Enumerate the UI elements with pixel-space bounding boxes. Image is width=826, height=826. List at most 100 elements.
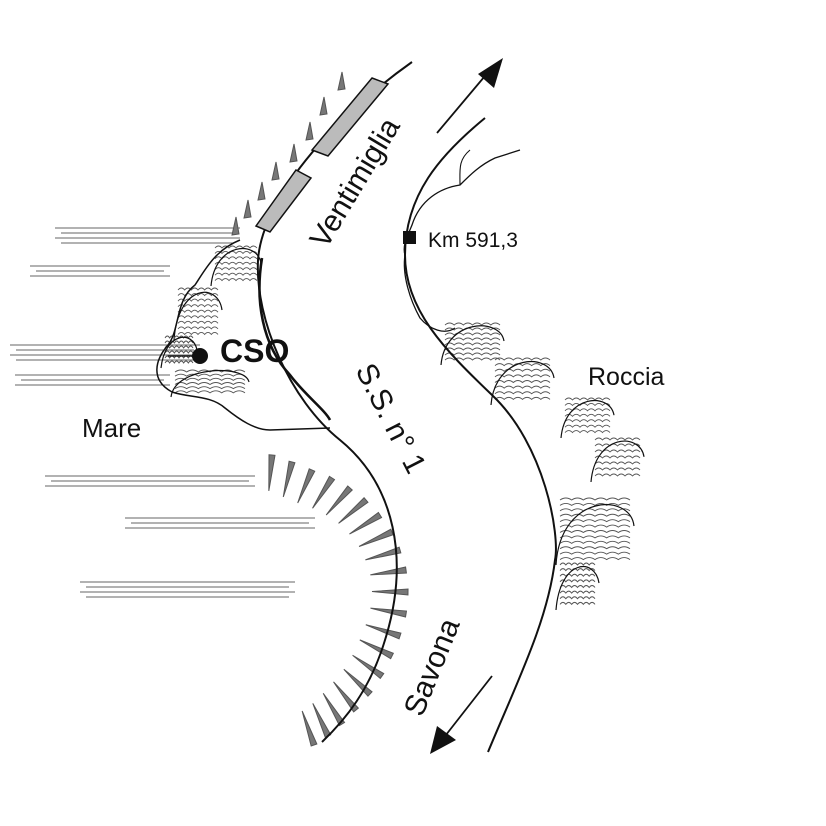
rock-hatch: [494, 385, 551, 389]
rock-outline: [490, 361, 555, 406]
rock-hatch: [444, 327, 501, 331]
rock-hatch: [494, 363, 551, 367]
rock-hatch: [559, 502, 631, 506]
embankment-slope-marks: [231, 71, 409, 747]
rock-hatch: [559, 585, 596, 589]
retaining-wall-lower: [254, 169, 313, 233]
rock-hatch: [559, 513, 631, 517]
rock-hatch: [444, 342, 501, 346]
slope-tick: [370, 566, 407, 576]
sea-hatching: [10, 227, 315, 598]
rock-hatch: [174, 390, 246, 394]
rock-hatch: [177, 304, 219, 308]
rock-hatch: [564, 430, 611, 434]
rock-hatch: [164, 360, 194, 364]
rock-hatch: [174, 386, 246, 390]
label-roccia: Roccia: [588, 363, 665, 391]
rock-hatch: [444, 322, 501, 326]
rock-hatch: [494, 380, 551, 384]
rock-hatch: [494, 357, 551, 361]
rock-hatch: [564, 424, 611, 428]
rock-hatch: [559, 508, 631, 512]
rock-hatch: [559, 546, 631, 550]
rock-hatch: [564, 419, 611, 423]
slope-tick: [352, 654, 385, 680]
rock-hatch: [494, 374, 551, 378]
rock-hatch: [559, 568, 596, 572]
label-cso: CSO: [220, 333, 289, 369]
rock-hatch: [214, 250, 258, 255]
rock-hatch: [494, 396, 551, 400]
label-savona: Savona: [398, 614, 467, 721]
inland-terrain-lower: [403, 254, 456, 332]
rock-hatch: [559, 551, 631, 555]
rock-outline: [560, 400, 615, 439]
rock-hatch: [444, 332, 501, 336]
rock-hatch: [559, 596, 596, 600]
rock-outline: [160, 336, 198, 369]
rock-hatch: [164, 350, 194, 354]
slope-tick: [333, 681, 360, 713]
slope-tick: [371, 588, 409, 596]
rock-hatch: [559, 535, 631, 539]
slope-tick: [322, 692, 346, 727]
rock-hatch: [594, 467, 641, 471]
rock-hatch: [164, 345, 194, 349]
rock-hatch: [594, 455, 641, 459]
slope-tick: [312, 475, 336, 509]
coastline: [156, 239, 331, 431]
rock-hatch: [214, 245, 258, 249]
rock-hatch: [214, 261, 258, 265]
slope-tick: [301, 710, 318, 747]
slope-tick: [305, 121, 314, 141]
rock-outline: [440, 325, 505, 366]
rock-hatch: [214, 278, 258, 282]
rock-hatch: [444, 347, 501, 351]
rock-hatch: [444, 352, 501, 356]
rock-hatch: [564, 397, 611, 401]
direction-line-savona: [441, 675, 493, 741]
rock-hatch: [559, 579, 596, 583]
retaining-wall-upper: [310, 77, 390, 157]
inland-terrain-branch: [459, 149, 471, 186]
slope-tick: [325, 485, 353, 516]
slope-tick: [243, 199, 252, 219]
rock-hatch: [559, 497, 631, 501]
direction-line-ventimiglia: [436, 69, 491, 134]
rock-hatch: [177, 298, 219, 302]
rock-hatch: [564, 402, 611, 407]
rock-hatch: [594, 473, 641, 477]
slope-tick: [257, 181, 266, 201]
rock-hatch: [564, 413, 611, 417]
rock-hatch: [444, 337, 501, 341]
label-ventimiglia: Ventimiglia: [304, 112, 407, 254]
rock-outline: [555, 504, 635, 566]
label-km: Km 591,3: [428, 229, 518, 252]
slope-tick: [282, 460, 296, 498]
arrow-head-savona: [430, 726, 456, 754]
rock-outcrops-inland: [440, 322, 645, 611]
rock-hatch: [559, 557, 631, 561]
slope-tick: [349, 511, 383, 535]
rock-hatch: [559, 601, 596, 606]
rock-hatch: [177, 315, 219, 319]
rock-hatch: [494, 391, 551, 395]
rock-hatch: [177, 287, 219, 291]
slope-tick: [359, 639, 395, 660]
rock-hatch: [174, 373, 246, 377]
rock-hatch: [174, 382, 246, 386]
rock-hatch: [559, 573, 596, 578]
slope-tick: [337, 71, 346, 91]
rock-hatch: [559, 519, 631, 523]
rock-hatch: [559, 524, 631, 528]
rock-hatch: [559, 590, 596, 594]
rock-hatch: [559, 562, 596, 566]
slope-tick: [289, 143, 298, 163]
rock-hatch: [594, 437, 641, 441]
rock-hatch: [177, 320, 219, 325]
slope-tick: [358, 528, 394, 547]
rock-hatch: [214, 272, 258, 276]
road-right-edge: [403, 117, 557, 753]
